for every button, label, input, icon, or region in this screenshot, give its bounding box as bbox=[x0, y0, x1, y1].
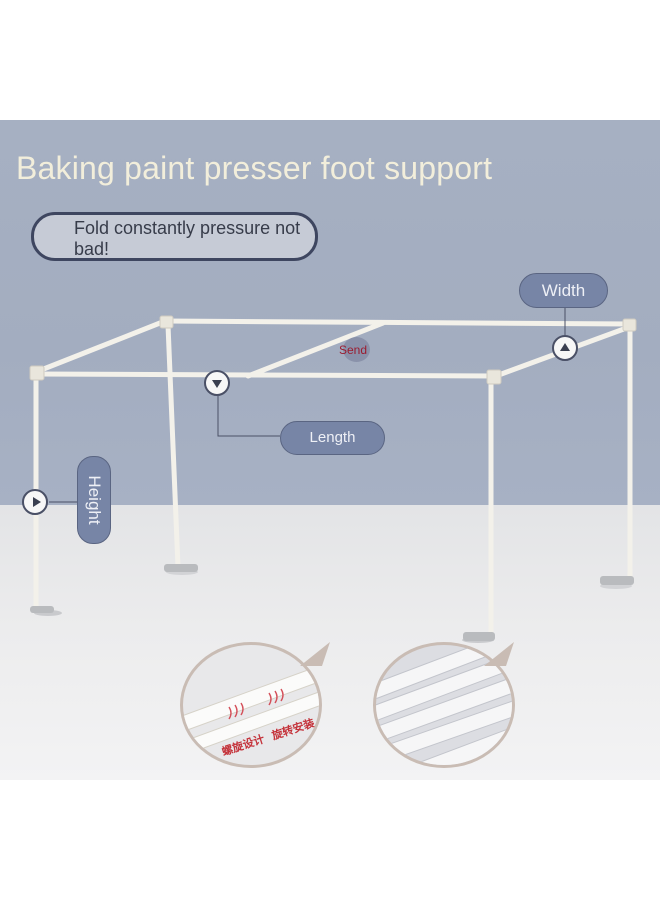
height-label: Height bbox=[77, 456, 111, 544]
frame-tubes bbox=[33, 318, 635, 637]
frame-feet bbox=[30, 564, 634, 641]
floor-shadows bbox=[34, 569, 632, 643]
length-arrow-icon bbox=[204, 370, 230, 396]
height-arrow-icon bbox=[22, 489, 48, 515]
product-stage: Baking paint presser foot support Fold c… bbox=[0, 120, 660, 780]
send-marker bbox=[343, 337, 370, 362]
tube-detail-illustration bbox=[376, 645, 512, 765]
zoom-pointer-left bbox=[300, 642, 330, 666]
width-arrow-icon bbox=[552, 335, 578, 361]
height-label-text: Height bbox=[85, 475, 104, 525]
dimension-leaders bbox=[49, 306, 566, 503]
send-label: Send bbox=[339, 343, 368, 357]
callout-bubble: Fold constantly pressure not bad! bbox=[31, 212, 318, 261]
background-floor bbox=[0, 505, 660, 780]
width-label: Width bbox=[519, 273, 608, 308]
page-title: Baking paint presser foot support bbox=[16, 150, 493, 186]
detail-zoom-thread: 螺旋设计 旋转安装 bbox=[180, 642, 322, 768]
frame-joints bbox=[29, 315, 637, 385]
zoom-pointer-right bbox=[484, 642, 514, 666]
length-label: Length bbox=[280, 421, 385, 455]
thread-detail-illustration bbox=[183, 665, 319, 757]
callout-text: Fold constantly pressure not bad! bbox=[74, 218, 301, 259]
